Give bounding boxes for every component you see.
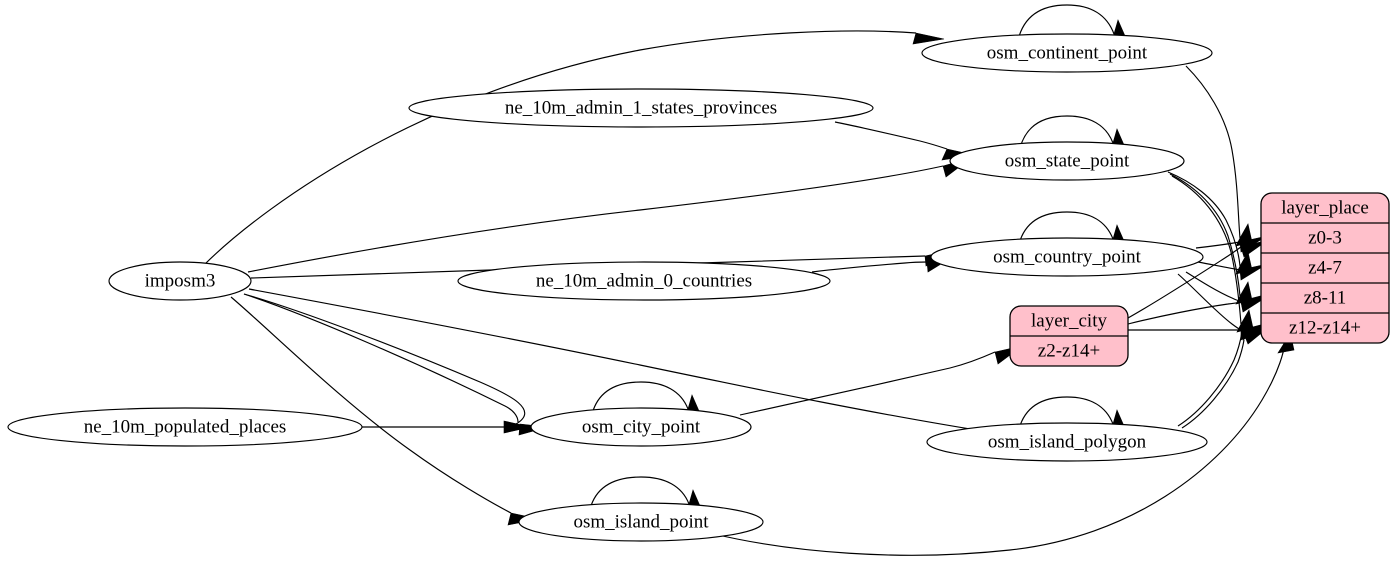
node-layer: imposm3 ne_10m_admin_1_states_provinces …	[7, 33, 1213, 542]
node-osm-island-point-label: osm_island_point	[573, 511, 709, 532]
layer-city-title: layer_city	[1031, 310, 1107, 331]
node-ne-populated-label: ne_10m_populated_places	[84, 416, 287, 437]
node-layer-place[interactable]: layer_place z0-3 z4-7 z8-11 z12-z14+	[1260, 192, 1390, 344]
node-osm-state-point-label: osm_state_point	[1005, 150, 1130, 171]
node-layer-city[interactable]: layer_city z2-z14+	[1009, 305, 1129, 367]
node-ne-10m-populated-places[interactable]: ne_10m_populated_places	[7, 407, 363, 447]
record-layer: layer_city z2-z14+ layer_place z0-3 z4-7…	[1009, 192, 1390, 367]
node-imposm3[interactable]: imposm3	[108, 261, 252, 301]
layer-place-row-z12-z14[interactable]: z12-z14+	[1289, 317, 1361, 338]
node-osm-city-point[interactable]: osm_city_point	[530, 407, 752, 447]
layer-city-row-z2-z14[interactable]: z2-z14+	[1038, 340, 1100, 361]
node-ne-countries-label: ne_10m_admin_0_countries	[536, 270, 752, 291]
node-ne-10m-admin-0-countries[interactable]: ne_10m_admin_0_countries	[457, 261, 831, 301]
edge-osm_country_point-to-layer_place-z4-7	[1197, 261, 1268, 281]
node-osm-city-point-label: osm_city_point	[582, 416, 701, 437]
edge-ne_states-to-osm_state_point	[834, 121, 975, 161]
node-osm-state-point[interactable]: osm_state_point	[949, 141, 1185, 181]
node-ne-states-label: ne_10m_admin_1_states_provinces	[505, 97, 777, 118]
layer-place-row-z0-3[interactable]: z0-3	[1308, 227, 1342, 248]
node-osm-island-point[interactable]: osm_island_point	[518, 502, 764, 542]
edge-osm_city_point-to-layer_city	[739, 345, 1023, 416]
edge-imposm3-to-osm_continent_point	[204, 30, 945, 265]
node-ne-10m-admin-1-states-provinces[interactable]: ne_10m_admin_1_states_provinces	[408, 88, 874, 128]
layer-place-row-z4-7[interactable]: z4-7	[1308, 257, 1342, 278]
layer-place-row-z8-11[interactable]: z8-11	[1304, 287, 1347, 308]
node-osm-continent-point-label: osm_continent_point	[987, 42, 1148, 63]
edge-imposm3-to-osm_state_point	[247, 157, 972, 273]
node-osm-country-point[interactable]: osm_country_point	[930, 237, 1204, 277]
node-imposm3-label: imposm3	[145, 270, 216, 291]
layer-place-title: layer_place	[1281, 197, 1369, 218]
edge-ne_populated-to-osm_city_point	[362, 420, 532, 434]
node-osm-island-polygon-label: osm_island_polygon	[988, 431, 1147, 452]
edge-osm_continent_point-to-layer_place-z0-3	[1185, 65, 1253, 247]
edge-osm_island_polygon-to-layer_place-z12-z14	[1177, 325, 1271, 429]
edge-osm_country_point-to-layer_place-z8-11	[1185, 271, 1269, 312]
node-osm-continent-point[interactable]: osm_continent_point	[921, 33, 1213, 73]
node-osm-country-point-label: osm_country_point	[993, 246, 1141, 267]
node-osm-island-polygon[interactable]: osm_island_polygon	[926, 422, 1208, 462]
